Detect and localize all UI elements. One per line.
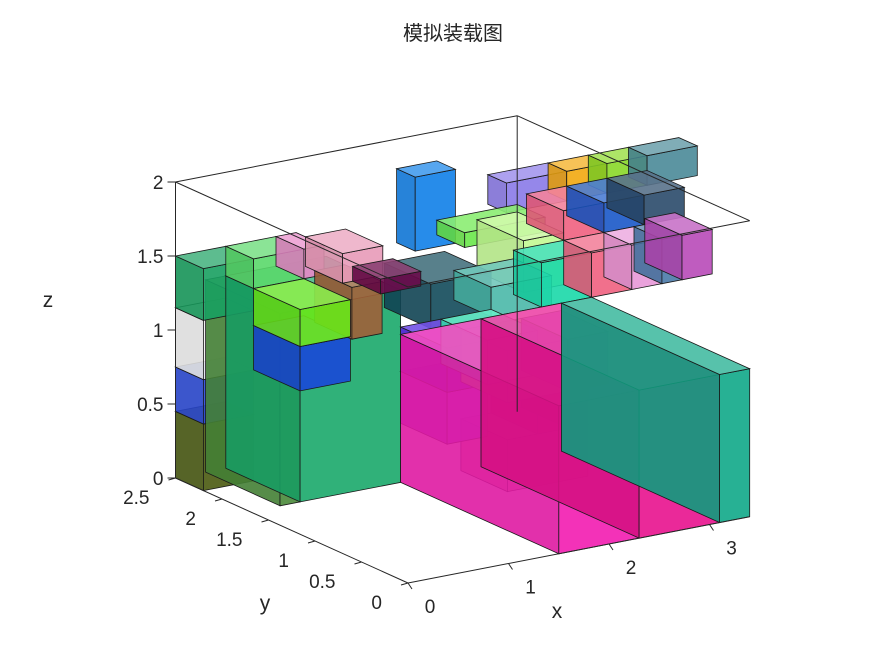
x-axis-label: x [552, 600, 563, 623]
box-face [252, 278, 352, 310]
z-tick-label: 0 [153, 469, 164, 490]
box-face [681, 229, 713, 281]
y-tick-mark [400, 582, 409, 586]
x-tick-mark [407, 582, 413, 590]
axis-box-edge [407, 220, 750, 288]
y-tick-label: 2.5 [123, 488, 149, 509]
x-tick-label: 3 [726, 539, 737, 560]
box-face [351, 258, 423, 280]
y-tick-mark [261, 519, 269, 523]
box-face [396, 168, 416, 252]
y-tick-label: 1 [278, 551, 289, 572]
cargo-box [351, 258, 423, 295]
z-axis-label: z [43, 289, 54, 312]
box-face [304, 228, 385, 255]
y-tick-label: 0 [371, 593, 382, 614]
x-tick-label: 2 [626, 558, 637, 579]
box-face [627, 137, 699, 157]
z-tick-label: 0.5 [137, 395, 163, 416]
axes-layer [175, 115, 750, 584]
axis-box-edge [175, 115, 518, 183]
y-tick-label: 2 [185, 509, 196, 530]
y-tick-label: 0.5 [309, 572, 335, 593]
y-axis-label: y [260, 592, 271, 615]
axis-box-edge [516, 115, 750, 222]
box-face [719, 368, 751, 523]
boxes-layer [174, 137, 752, 555]
x-tick-mark [508, 563, 513, 570]
box-face [643, 212, 714, 236]
cargo-box [627, 137, 699, 186]
z-tick-label: 1.5 [137, 247, 163, 268]
z-tick-label: 2 [153, 173, 164, 194]
box-face [560, 296, 752, 375]
cargo-box [252, 278, 352, 348]
y-tick-mark [354, 561, 362, 565]
chart-title: 模拟装载图 [403, 21, 503, 45]
y-tick-label: 1.5 [216, 530, 242, 551]
x-tick-label: 0 [425, 597, 436, 618]
cargo-box [643, 212, 714, 281]
z-tick-label: 1 [153, 321, 164, 342]
box-face [175, 410, 204, 492]
x-tick-mark [608, 543, 614, 551]
y-tick-mark [214, 498, 223, 502]
x-tick-label: 1 [525, 578, 536, 599]
cargo-box [560, 296, 752, 524]
box-face [605, 170, 686, 196]
box-face [395, 160, 457, 178]
y-tick-mark [307, 540, 316, 544]
x-axis-line [407, 516, 750, 584]
axis-box-edge [175, 181, 409, 288]
x-tick-mark [709, 524, 714, 531]
y-axis-line [175, 477, 409, 584]
